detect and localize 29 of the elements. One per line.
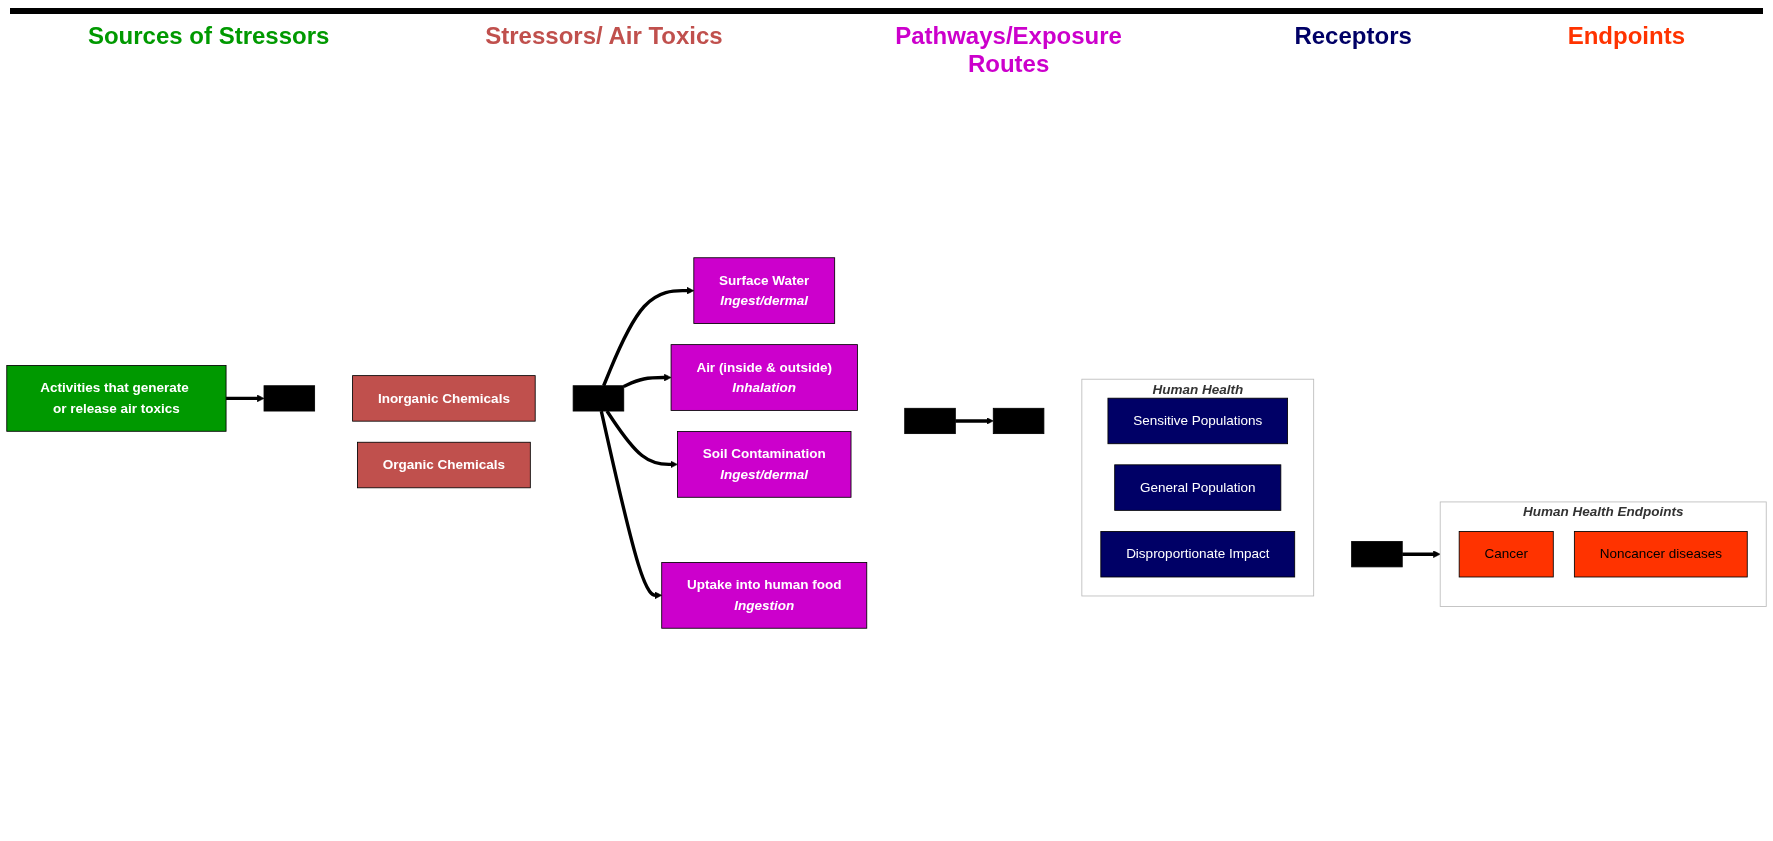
- arrow: [1402, 550, 1441, 558]
- node-box: Soil Contamination Ingest/dermal: [677, 430, 852, 498]
- node-box: General Population: [1114, 463, 1282, 511]
- column-heading: Sources of Stressors: [87, 22, 330, 51]
- node-box: Inorganic Chemicals: [352, 374, 536, 422]
- node-box: Organic Chemicals: [357, 441, 531, 488]
- column-heading: Endpoints: [1567, 22, 1685, 51]
- node-bar: [992, 407, 1045, 434]
- node-box: Sensitive Populations: [1107, 397, 1288, 444]
- node-box: Air (inside & outside) Inhalation: [670, 343, 858, 411]
- node-box: Surface Water Ingest/dermal: [693, 256, 836, 324]
- arrow: [605, 409, 678, 468]
- node-box: Noncancer diseases: [1573, 530, 1748, 577]
- node-bar: [1351, 540, 1403, 567]
- node-box: Disproportionate Impact: [1100, 530, 1296, 577]
- column-heading: Pathways/Exposure Routes: [894, 22, 1123, 70]
- node-box: Activities that generate or release air toxics: [6, 364, 227, 432]
- arrow: [602, 286, 695, 386]
- column-heading: Stressors/ Air Toxics: [485, 22, 723, 51]
- arrow: [955, 416, 994, 425]
- node-bar: [572, 384, 625, 411]
- arrow: [599, 410, 663, 599]
- arrow: [226, 394, 265, 402]
- column-heading: Receptors: [1294, 22, 1412, 51]
- node-bar: [904, 407, 956, 434]
- arrow: [623, 373, 672, 388]
- node-box: Uptake into human food Ingestion: [661, 561, 868, 629]
- node-bar: [263, 384, 316, 411]
- node-box: Cancer: [1458, 530, 1554, 577]
